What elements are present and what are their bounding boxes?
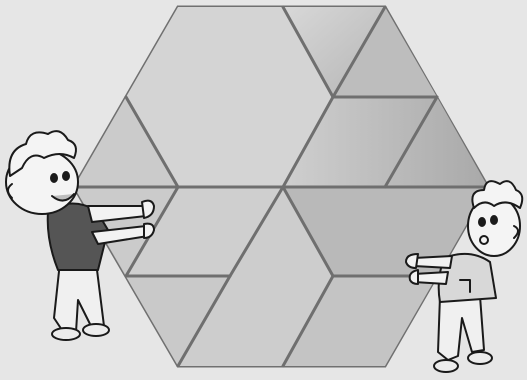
left-boy-eye (51, 174, 57, 182)
right-boy-shoe-front (468, 352, 492, 364)
right-boy-eye-2 (491, 216, 497, 224)
right-boy-arm-lower (414, 272, 448, 284)
left-boy-shoe-back (52, 328, 80, 340)
right-boy-eye (479, 218, 485, 226)
right-boy-mouth (480, 236, 488, 244)
right-boy-shoe-back (434, 360, 458, 372)
right-boy-arm-upper (414, 256, 452, 268)
right-boy-hand-upper (406, 254, 418, 268)
left-boy-eye-2 (63, 172, 69, 180)
left-boy-shoe-front (83, 324, 109, 336)
